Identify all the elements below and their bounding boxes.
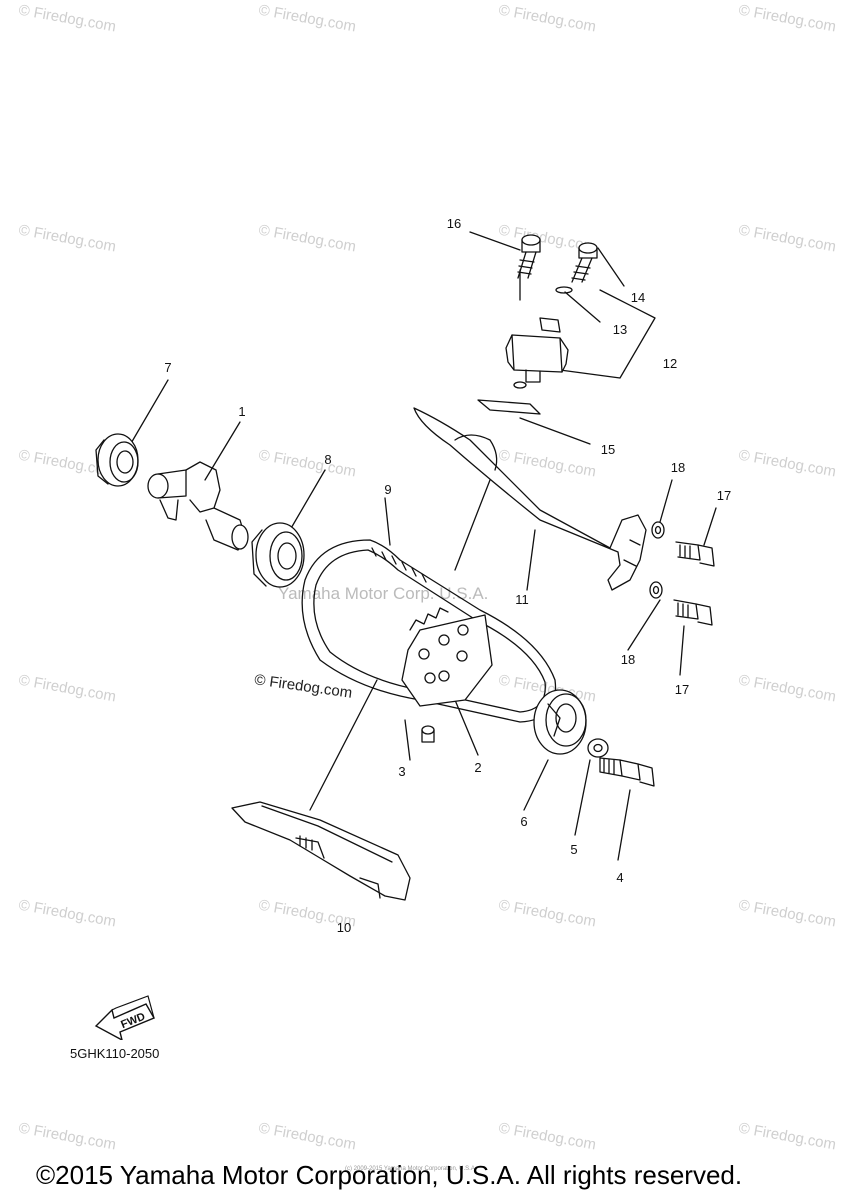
leader-13 [564, 291, 601, 323]
callout-18-bottom: 18 [620, 652, 636, 667]
part-10-chain-guide [231, 801, 411, 901]
part-5-washer [587, 738, 609, 758]
leader-5 [574, 759, 591, 836]
part-2-sprocket [401, 607, 493, 707]
callout-13: 13 [612, 322, 628, 337]
callout-2: 2 [474, 760, 482, 775]
fwd-arrow-icon: FWD [94, 995, 156, 1040]
callout-18-top: 18 [670, 460, 686, 475]
callout-5: 5 [570, 842, 578, 857]
part-11-chain-guide [413, 407, 647, 591]
part-14-bolt [571, 242, 598, 283]
callout-6: 6 [520, 814, 528, 829]
part-3-pin [421, 725, 435, 743]
leader-17-top [703, 507, 717, 546]
part-17-bolt-top [675, 541, 715, 567]
part-17-bolt-bottom [673, 599, 713, 626]
leader-3 [404, 719, 411, 761]
callout-14: 14 [630, 290, 646, 305]
part-18-washer-bottom [649, 581, 663, 599]
leader-14 [597, 247, 625, 287]
leader-17-bottom [679, 625, 685, 676]
leader-6 [523, 759, 549, 811]
leader-12 [559, 289, 656, 379]
callout-17-bottom: 17 [674, 682, 690, 697]
leader-16 [469, 231, 521, 251]
callout-16: 16 [446, 216, 462, 231]
copyright-footer: ©2015 Yamaha Motor Corporation, U.S.A. A… [36, 1160, 743, 1190]
leader-4 [617, 789, 631, 861]
leader-18-top [659, 479, 673, 523]
part-13-gasket [555, 286, 573, 294]
part-1-camshaft [147, 461, 249, 551]
leader-15 [519, 417, 591, 445]
callout-15: 15 [600, 442, 616, 457]
callout-10: 10 [336, 920, 352, 935]
drawing-code: 5GHK110-2050 [70, 1046, 160, 1061]
part-7-bearing [95, 433, 139, 487]
leader-7 [129, 379, 169, 446]
part-8-bearing [251, 522, 305, 588]
leader-8 [289, 469, 326, 531]
leader-chain-guide [454, 479, 491, 571]
part-16-bolt [517, 234, 541, 279]
part-6-plate [533, 689, 587, 755]
center-watermark: Yamaha Motor Corp. U.S.A. [278, 584, 489, 603]
part-15-gasket [477, 399, 541, 415]
leader-1 [204, 421, 241, 481]
part-18-washer-top [651, 521, 665, 539]
callout-11: 11 [515, 592, 529, 607]
part-4-bolt [599, 757, 655, 787]
callout-7: 7 [164, 360, 172, 375]
leader-10 [309, 679, 378, 811]
leader-9 [384, 497, 391, 546]
callout-8: 8 [324, 452, 332, 467]
callout-17-top: 17 [716, 488, 732, 503]
callout-9: 9 [384, 482, 392, 497]
tiny-copyright: (c) 2009-2015 Yamaha Motor Corporation, … [345, 1166, 477, 1172]
leader-18-bottom [627, 599, 661, 651]
callout-12: 12 [662, 356, 678, 371]
callout-4: 4 [616, 870, 624, 885]
part-12-tensioner [505, 317, 569, 389]
leader-11 [526, 529, 536, 591]
callout-1: 1 [238, 404, 246, 419]
callout-3: 3 [398, 764, 406, 779]
